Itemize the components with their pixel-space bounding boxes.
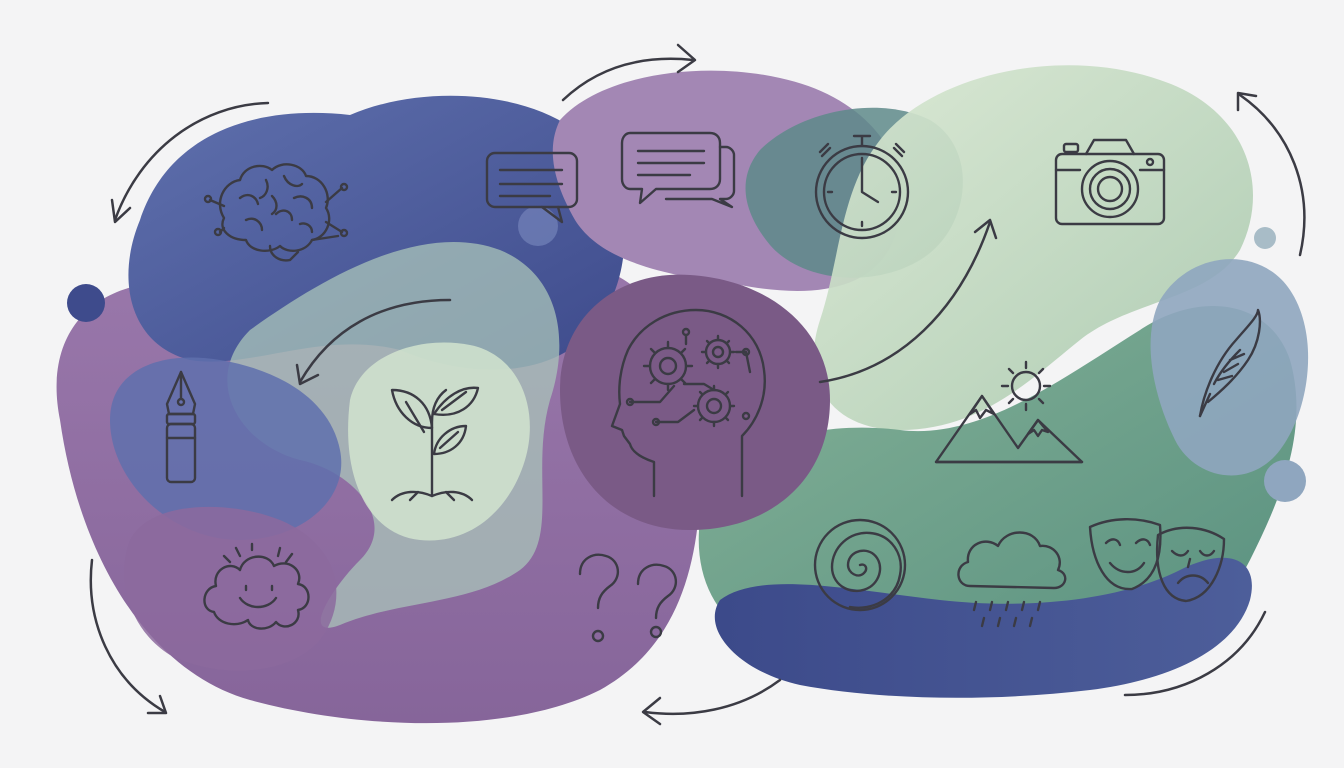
dot-translucent-chat	[518, 206, 558, 246]
arrow-top-left	[110, 101, 270, 224]
dialogue-icon	[620, 131, 736, 209]
dot-slate-small	[1254, 227, 1276, 249]
plum-blob-center	[560, 274, 830, 530]
flow-arrows	[89, 43, 1306, 726]
slate-blob-right	[1150, 259, 1309, 476]
stopwatch-icon	[814, 134, 910, 240]
arrow-bottom-center	[641, 678, 782, 726]
happy-cloud-icon	[203, 542, 310, 630]
rain-cloud-icon	[957, 531, 1067, 628]
camera-icon	[1054, 138, 1166, 226]
arrow-top-right	[1236, 91, 1306, 257]
arrow-center-left	[295, 298, 452, 386]
question-marks-icon	[578, 553, 677, 643]
gear-large	[642, 340, 694, 392]
sprout-icon	[390, 386, 480, 502]
navy-blob-bottom	[714, 557, 1252, 698]
chat-bubble-icon	[485, 151, 579, 224]
theater-masks-icon	[1088, 518, 1226, 603]
fountain-pen-icon	[165, 370, 197, 484]
arrow-center-right	[818, 218, 998, 384]
arrow-top-center	[561, 43, 697, 102]
feather-icon	[1198, 308, 1262, 418]
arrow-bottom-left	[89, 558, 168, 715]
head-gears-icon	[610, 308, 766, 498]
gear-small	[700, 334, 736, 370]
blob-layer	[56, 65, 1309, 724]
gear-bottom	[692, 384, 736, 428]
dot-navy-left	[67, 284, 105, 322]
spiral-icon	[813, 518, 907, 612]
dot-slate-right	[1264, 460, 1306, 502]
arrow-bottom-right	[1123, 610, 1267, 697]
mountains-sun-icon	[934, 360, 1084, 464]
brain-icon	[203, 163, 349, 262]
comedy-mask	[1088, 518, 1162, 591]
tragedy-mask	[1156, 526, 1226, 603]
icon-layer	[165, 131, 1262, 643]
purple-blob-lower-left	[124, 506, 337, 671]
green-blob-right	[698, 306, 1297, 674]
mint-blob-right	[813, 65, 1254, 430]
